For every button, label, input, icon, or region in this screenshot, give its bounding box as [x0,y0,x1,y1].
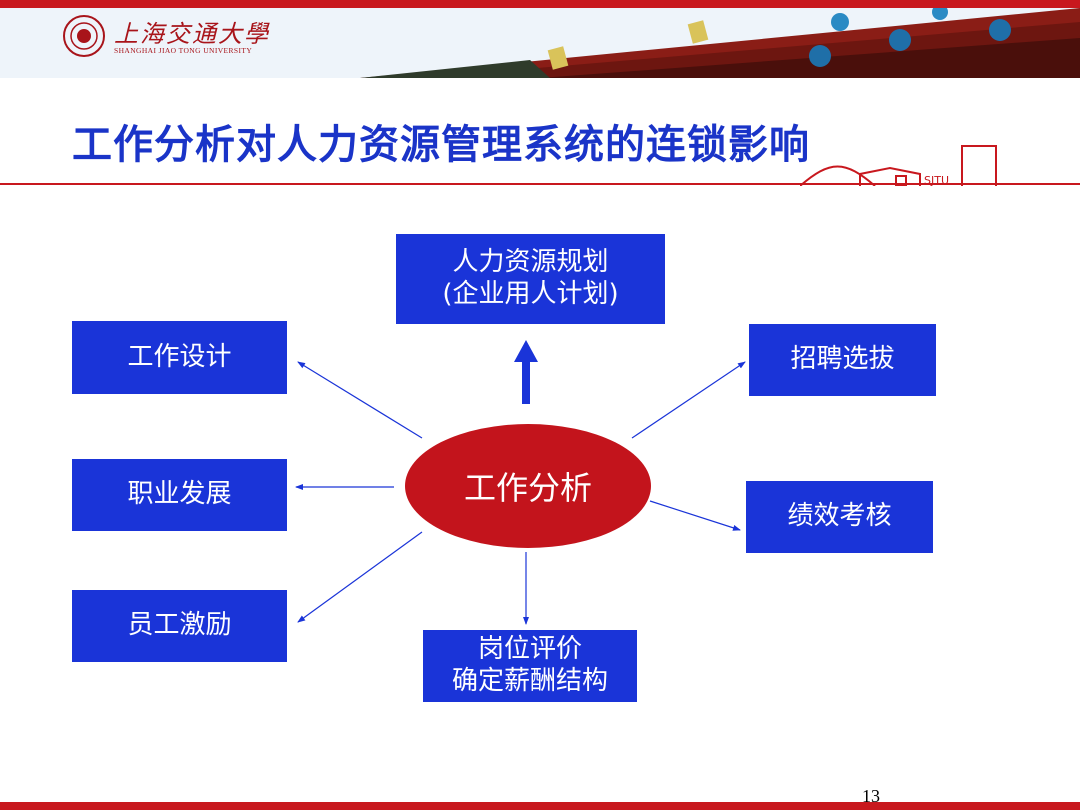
arrow-to-recruitment [631,361,746,439]
job-design-box: 工作设计 [72,321,287,394]
top-red-bar [0,0,1080,8]
university-seal-icon [63,15,105,57]
gate-mark: SJTU [924,174,949,186]
employee-incentive-box: 员工激励 [72,590,287,662]
page-number: 13 [862,786,880,806]
performance-box: 绩效考核 [746,481,933,553]
arrow-to-performance [649,500,741,531]
campus-gate-icon: SJTU [800,145,997,186]
arrow-to-employee-incentive [297,531,423,623]
title-divider [0,183,1080,185]
hr-planning-box: 人力资源规划 (企业用人计划) [396,234,665,324]
bottom-red-bar [0,802,1080,810]
arrow-to-job-design [297,361,423,439]
recruitment-box: 招聘选拔 [749,324,936,396]
hr-planning-label: 人力资源规划 [452,247,609,278]
slide-title: 工作分析对人力资源管理系统的连锁影响 [72,122,810,168]
arrow-to-hr-planning [514,340,538,404]
job-analysis-center: 工作分析 [405,424,651,548]
university-logo: 上海交通大學 SHANGHAI JIAO TONG UNIVERSITY [62,14,322,66]
job-evaluation-box: 岗位评价 确定薪酬结构 [423,630,637,702]
job-evaluation-sublabel: 确定薪酬结构 [451,666,608,696]
employee-incentive-label: 员工激励 [127,610,232,641]
university-name: 上海交通大學 [114,20,270,48]
university-name-english: SHANGHAI JIAO TONG UNIVERSITY [114,46,253,55]
career-development-box: 职业发展 [72,459,287,531]
career-development-label: 职业发展 [127,479,232,510]
recruitment-label: 招聘选拔 [790,344,895,375]
job-analysis-label: 工作分析 [463,469,592,507]
hr-planning-sublabel: (企业用人计划) [442,279,619,309]
job-evaluation-label: 岗位评价 [477,634,582,665]
performance-label: 绩效考核 [787,501,892,532]
job-design-label: 工作设计 [127,341,232,372]
roof-eaves-image [360,8,1080,78]
header-band [0,8,1080,78]
